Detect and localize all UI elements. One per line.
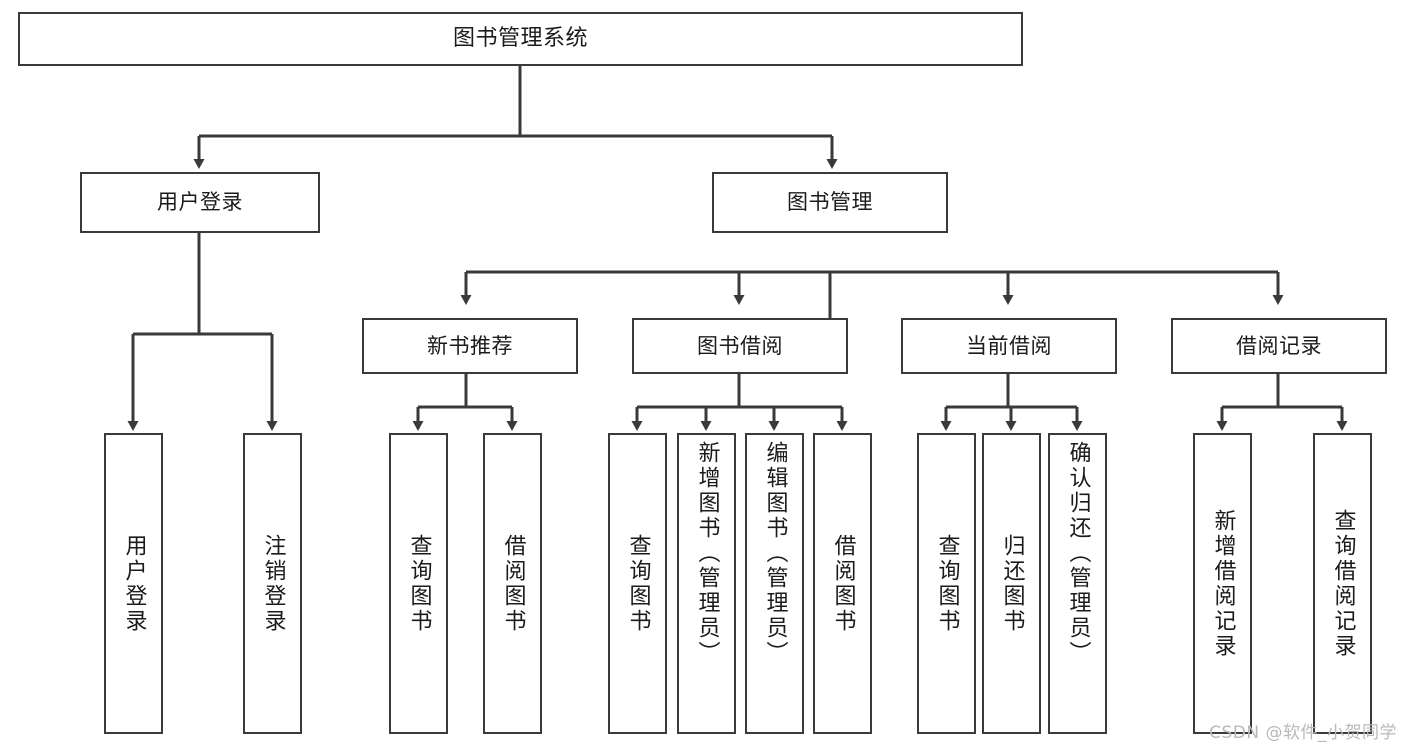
node-label: 注销登录: [260, 533, 286, 634]
node-label: 新增借阅记录: [1210, 508, 1236, 659]
leaf-record-query-record[interactable]: 查询借阅记录: [1313, 433, 1372, 734]
node-label: 用户登录: [121, 533, 147, 634]
node-book-borrow[interactable]: 图书借阅: [632, 318, 848, 374]
node-new-book-recommend[interactable]: 新书推荐: [362, 318, 578, 374]
leaf-current-return-book[interactable]: 归还图书: [982, 433, 1041, 734]
node-label: 查询图书: [406, 533, 432, 634]
node-current-borrow[interactable]: 当前借阅: [901, 318, 1117, 374]
node-label: 查询图书: [625, 533, 651, 634]
leaf-recommend-borrow-book[interactable]: 借阅图书: [483, 433, 542, 734]
node-label: 新书推荐: [427, 333, 513, 358]
leaf-user-login-logout[interactable]: 注销登录: [243, 433, 302, 734]
leaf-borrow-query-book[interactable]: 查询图书: [608, 433, 667, 734]
node-label: 查询借阅记录: [1330, 508, 1356, 659]
node-user-login[interactable]: 用户登录: [80, 172, 320, 233]
leaf-record-add-record[interactable]: 新增借阅记录: [1193, 433, 1252, 734]
node-label: 图书管理: [787, 190, 873, 215]
node-label: 图书借阅: [697, 333, 783, 358]
node-label: 编辑图书（管理员）: [762, 441, 788, 666]
node-label: 当前借阅: [966, 333, 1052, 358]
leaf-current-query-book[interactable]: 查询图书: [917, 433, 976, 734]
node-label: 借阅图书: [830, 533, 856, 634]
node-label: 新增图书（管理员）: [694, 441, 720, 666]
node-label: 用户登录: [157, 190, 243, 215]
node-book-management[interactable]: 图书管理: [712, 172, 948, 233]
leaf-borrow-borrow-book[interactable]: 借阅图书: [813, 433, 872, 734]
node-borrow-record[interactable]: 借阅记录: [1171, 318, 1387, 374]
node-label: 借阅记录: [1236, 333, 1322, 358]
node-label: 确认归还（管理员）: [1065, 441, 1091, 666]
node-label: 查询图书: [934, 533, 960, 634]
leaf-recommend-query-book[interactable]: 查询图书: [389, 433, 448, 734]
leaf-current-confirm-return-admin[interactable]: 确认归还（管理员）: [1048, 433, 1107, 734]
leaf-borrow-add-book-admin[interactable]: 新增图书（管理员）: [677, 433, 736, 734]
node-root-system[interactable]: 图书管理系统: [18, 12, 1023, 66]
leaf-borrow-edit-book-admin[interactable]: 编辑图书（管理员）: [745, 433, 804, 734]
node-label: 归还图书: [999, 533, 1025, 634]
node-label: 图书管理系统: [452, 26, 588, 52]
leaf-user-login-login[interactable]: 用户登录: [104, 433, 163, 734]
watermark: CSDN @软件_小贺同学: [1209, 723, 1397, 743]
node-label: 借阅图书: [500, 533, 526, 634]
